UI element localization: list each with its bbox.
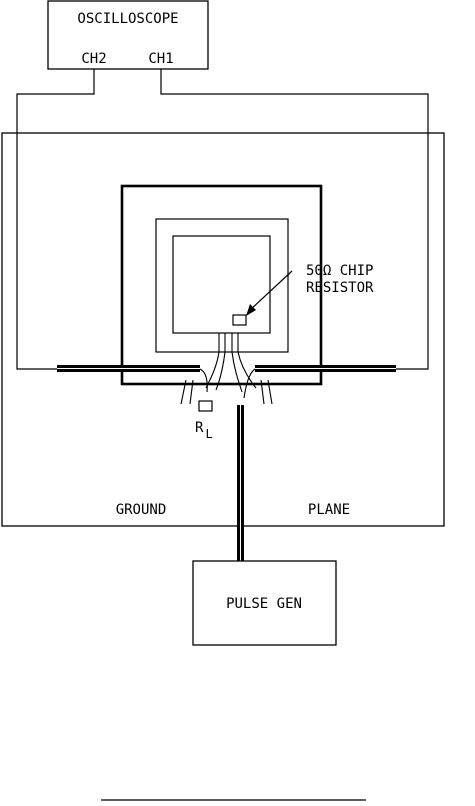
pulse-gen-label: PULSE GEN xyxy=(226,596,302,612)
oscilloscope: OSCILLOSCOPE CH2 CH1 xyxy=(48,1,208,69)
load-resistor-label-main: R xyxy=(195,420,204,436)
chip-resistor-label-line1: 50Ω CHIP xyxy=(306,263,373,279)
lead-7 xyxy=(232,352,242,392)
chip-resistor-body xyxy=(233,315,246,325)
plane-label: PLANE xyxy=(308,502,350,518)
pulse-generator: PULSE GEN xyxy=(193,561,336,645)
chip-resistor: 50Ω CHIP RESISTOR xyxy=(233,263,374,325)
lead-5 xyxy=(206,352,219,388)
load-resistor-body xyxy=(199,401,212,411)
chip-resistor-label-line2: RESISTOR xyxy=(306,280,374,296)
fixture-outer-box xyxy=(122,186,321,384)
ground-plane-outline xyxy=(2,133,444,526)
ch2-probe-wire xyxy=(17,69,94,369)
fixture-middle-box xyxy=(156,219,288,352)
transmission-lines xyxy=(57,365,396,372)
ch2-label: CH2 xyxy=(81,51,106,67)
ground-label: GROUND xyxy=(116,502,167,518)
ch1-label: CH1 xyxy=(148,51,173,67)
chip-resistor-pointer xyxy=(250,271,292,310)
load-resistor-label-subscript: L xyxy=(205,427,212,441)
pulse-gen-cable xyxy=(237,405,244,561)
ground-plane: GROUND PLANE xyxy=(2,133,444,526)
fixture-inner-box xyxy=(173,236,270,333)
test-fixture xyxy=(122,186,321,384)
lead-left-curve xyxy=(200,369,207,392)
oscilloscope-title: OSCILLOSCOPE xyxy=(77,11,178,27)
